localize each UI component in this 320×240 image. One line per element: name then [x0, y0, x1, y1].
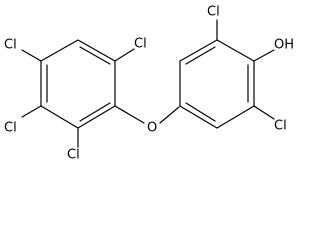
- bond: [114, 48, 135, 62]
- bond: [77, 39, 116, 62]
- bond: [179, 105, 218, 129]
- left-ring: [40, 39, 116, 129]
- bond: [21, 105, 42, 118]
- atom-label-cl: Cl: [207, 5, 220, 20]
- atom-label-cl: Cl: [4, 121, 17, 136]
- bond: [77, 105, 116, 129]
- atom-labels: Cl Cl Cl Cl O Cl OH Cl: [4, 5, 294, 163]
- double-bond: [79, 102, 111, 122]
- bond: [40, 105, 79, 129]
- bond: [179, 39, 218, 62]
- left-substituent-bonds: [21, 48, 145, 148]
- bond: [216, 105, 255, 129]
- bond: [40, 39, 79, 62]
- bond: [253, 105, 275, 120]
- ether-bridge: [159, 106, 180, 124]
- atom-label-cl: Cl: [274, 119, 287, 134]
- atom-label-cl: Cl: [4, 38, 17, 53]
- bond: [159, 106, 180, 124]
- bond: [253, 49, 275, 62]
- bond: [21, 49, 42, 62]
- bond: [216, 39, 255, 62]
- bond: [114, 105, 145, 124]
- right-substituent-bonds: [216, 19, 275, 120]
- molecule-structure: Cl Cl Cl Cl O Cl OH Cl: [4, 5, 294, 163]
- atom-label-cl: Cl: [67, 148, 80, 163]
- right-ring: [179, 39, 255, 129]
- double-bond: [185, 46, 216, 65]
- atom-label-o: O: [147, 121, 157, 136]
- atom-label-cl: Cl: [134, 37, 147, 52]
- double-bond: [185, 102, 216, 122]
- double-bond: [79, 46, 111, 65]
- atom-label-oh: OH: [274, 38, 294, 53]
